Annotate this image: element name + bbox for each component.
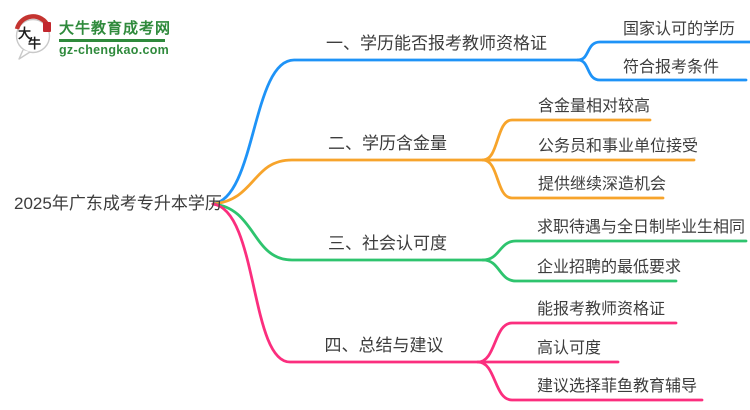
- branch4-child1-label: 能报考教师资格证: [537, 301, 666, 318]
- branch1-child2-connector: [576, 58, 748, 82]
- logo-icon-char-1: 大: [18, 26, 31, 41]
- branch4-child3-connector: [476, 360, 704, 402]
- logo-title: 大牛教育成考网: [59, 20, 172, 37]
- logo-text-block: 大牛教育成考网 gz-chengkao.com: [59, 21, 171, 57]
- branch4-connector: [211, 202, 480, 364]
- branch1-child1-label: 国家认可的学历: [623, 21, 736, 38]
- logo-domain: gz-chengkao.com: [59, 42, 170, 57]
- branch4-label: 四、总结与建议: [324, 336, 444, 355]
- branch2-child1-label: 含金量相对较高: [538, 98, 651, 115]
- branch1-label: 一、学历能否报考教师资格证: [326, 34, 547, 53]
- branch2-label: 二、学历含金量: [328, 134, 447, 153]
- branch1-connector: [211, 58, 580, 206]
- logo-bull-icon: 大 牛: [14, 14, 51, 60]
- branch4-child3-label: 建议选择菲鱼教育辅导: [537, 378, 698, 395]
- logo-divider: [59, 39, 165, 42]
- branch2-child3-connector: [481, 158, 665, 200]
- root-topic: 2025年广东成考专升本学历: [14, 194, 222, 213]
- branch2-child3-label: 提供继续深造机会: [538, 176, 667, 193]
- branch3-child2-label: 企业招聘的最低要求: [537, 259, 682, 276]
- branch3-connector: [211, 202, 485, 262]
- logo-icon-char-2: 牛: [28, 36, 41, 51]
- branch3-child2-connector: [481, 258, 678, 283]
- branch3-label: 三、社会认可度: [328, 234, 447, 253]
- branch3-child1-label: 求职待遇与全日制毕业生相同: [537, 219, 746, 236]
- branch4-child2-label: 高认可度: [537, 340, 602, 357]
- branch1-child2-label: 符合报考条件: [623, 59, 720, 76]
- branch2-connector: [211, 158, 485, 206]
- branch2-child2-label: 公务员和事业单位接受: [538, 138, 699, 155]
- site-logo: 大 牛 大牛教育成考网 gz-chengkao.com: [12, 14, 171, 62]
